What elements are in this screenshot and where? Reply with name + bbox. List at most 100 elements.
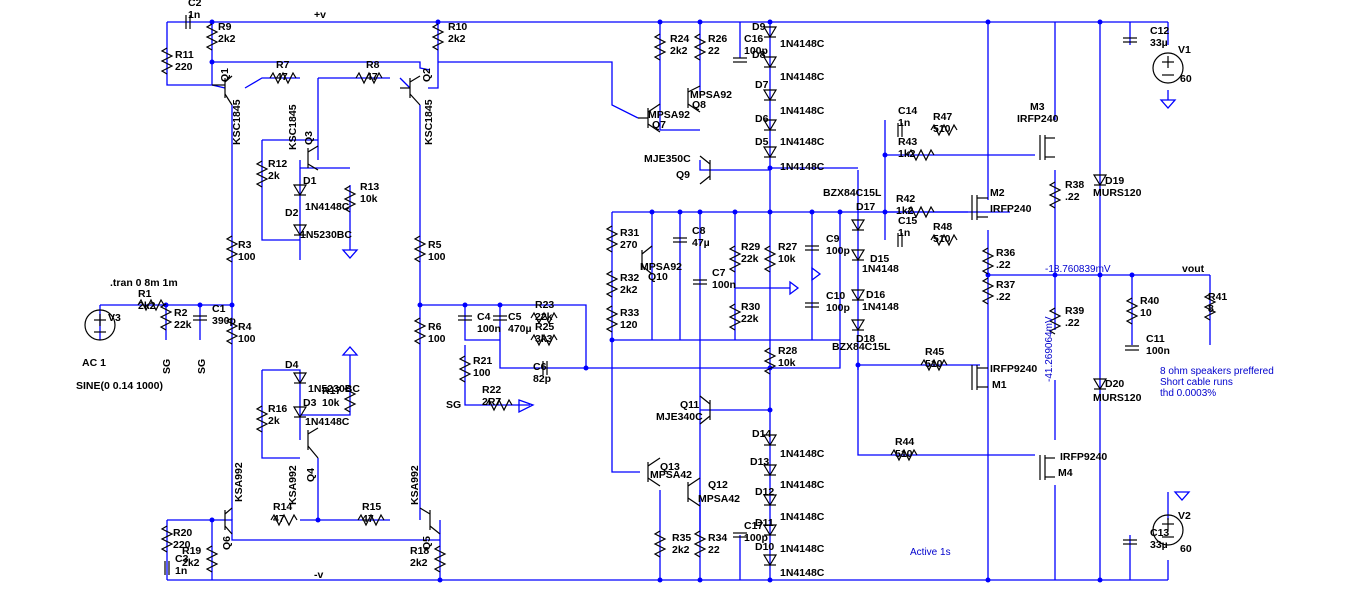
transistor-model-m2: IRFP240 — [990, 203, 1032, 215]
resistor-r10 — [431, 23, 445, 51]
capacitor-c10 — [805, 302, 819, 308]
transistor-name-q11: Q11 — [680, 399, 699, 411]
resistor-name-r40: R40 — [1140, 295, 1159, 307]
v2-name: V2 — [1178, 510, 1191, 522]
vout-label: vout — [1182, 263, 1205, 275]
sg-label-1: SG — [161, 359, 173, 374]
resistor-value-r42: 1k2 — [896, 205, 914, 217]
resistor-name-r20: R20 — [173, 527, 192, 539]
resistor-name-r37: R37 — [996, 279, 1015, 291]
resistor-r40 — [1125, 297, 1139, 325]
resistor-name-r4: R4 — [238, 321, 252, 333]
capacitor-name-c15: C15 — [898, 215, 917, 227]
transistor-name-q10: Q10 — [648, 271, 668, 283]
diode-model-d1: 1N4148C — [305, 201, 350, 213]
resistor-value-r33: 120 — [620, 319, 638, 331]
resistor-value-r44: 510 — [895, 448, 913, 460]
resistor-value-r22: 2R7 — [482, 396, 501, 408]
probe-vbias: -41.269064mV — [1044, 316, 1055, 382]
resistor-r27 — [763, 245, 777, 273]
diode-model-d14: 1N4148C — [780, 448, 825, 460]
transistor-model-q6: KSA992 — [233, 462, 245, 502]
diode-model-d20: MURS120 — [1093, 392, 1142, 404]
resistor-name-r42: R42 — [896, 193, 915, 205]
diode-name-d2: D2 — [285, 207, 299, 219]
diode-model-d7: 1N4148C — [780, 105, 825, 117]
resistor-name-r48: R48 — [933, 221, 952, 233]
capacitor-c9 — [805, 245, 819, 251]
resistor-value-r3: 100 — [238, 251, 256, 263]
resistor-name-r14: R14 — [273, 501, 292, 513]
transistor-name-q3: Q3 — [303, 131, 315, 145]
diode-d15 — [850, 249, 866, 262]
resistor-name-r17: R17 — [322, 385, 341, 397]
resistor-r7 — [269, 71, 297, 85]
resistor-r20 — [160, 525, 174, 553]
resistor-r9 — [205, 23, 219, 51]
capacitor-name-c14: C14 — [898, 105, 917, 117]
ground-symbols — [341, 99, 1191, 501]
note-3: thd 0.0003% — [1160, 388, 1216, 399]
resistor-value-r17: 10k — [322, 397, 340, 409]
diode-model-d10: 1N4148C — [780, 567, 825, 579]
resistor-name-r6: R6 — [428, 321, 442, 333]
resistor-value-r10: 2k2 — [448, 33, 466, 45]
probe-vout: -18.760839mV — [1045, 264, 1111, 275]
resistor-name-r26: R26 — [708, 33, 727, 45]
diode-d11 — [762, 524, 778, 537]
transistor-model-q8: MPSA92 — [690, 89, 732, 101]
diode-name-d4: D4 — [285, 359, 299, 371]
capacitor-value-c13: 33µ — [1150, 539, 1168, 551]
resistor-value-r2: 22k — [174, 319, 192, 331]
capacitor-name-c6: C6 — [533, 361, 547, 373]
capacitor-name-c1: C1 — [212, 303, 226, 315]
resistor-value-r29: 22k — [741, 253, 759, 265]
resistor-r19 — [205, 545, 219, 573]
transistor-name-q1: Q1 — [219, 68, 231, 82]
resistor-value-r20: 220 — [173, 539, 191, 551]
resistor-value-r23: 22k — [535, 311, 553, 323]
resistor-value-r14: 47 — [273, 513, 285, 525]
capacitor-name-c10: C10 — [826, 290, 845, 302]
capacitor-value-c1: 390p — [212, 315, 236, 327]
resistor-name-r15: R15 — [362, 501, 381, 513]
capacitor-value-c4: 100n — [477, 323, 501, 335]
status-text: Active 1s — [910, 547, 951, 558]
diode-model-d5: 1N4148C — [780, 161, 825, 173]
diode-name-d14: D14 — [752, 428, 771, 440]
diode-name-d6: D6 — [755, 113, 769, 125]
diodes — [292, 26, 1108, 567]
resistor-r39 — [1048, 307, 1062, 335]
resistor-name-r5: R5 — [428, 239, 442, 251]
v3-name: V3 — [108, 312, 121, 324]
resistor-name-r16: R16 — [268, 403, 287, 415]
diode-d1 — [292, 184, 308, 197]
resistor-value-r26: 22 — [708, 45, 720, 57]
capacitor-value-c11: 100n — [1146, 345, 1170, 357]
capacitor-c15 — [897, 233, 903, 247]
transistor-model-q13: MPSA42 — [650, 469, 692, 481]
resistor-value-r12: 2k — [268, 170, 280, 182]
diode-d3 — [292, 406, 308, 419]
resistor-r31 — [605, 225, 619, 253]
resistor-name-r10: R10 — [448, 21, 467, 33]
resistor-r33 — [605, 305, 619, 333]
resistor-r42 — [907, 205, 935, 219]
diode-d20 — [1092, 378, 1108, 391]
resistor-name-r38: R38 — [1065, 179, 1084, 191]
transistor-name-q5: Q5 — [421, 536, 433, 550]
resistor-value-r21: 100 — [473, 367, 491, 379]
diode-name-d5: D5 — [755, 136, 769, 148]
resistor-r28 — [763, 347, 777, 375]
capacitor-value-c10: 100p — [826, 302, 850, 314]
resistor-value-r41: 8 — [1208, 303, 1214, 315]
resistor-r15 — [357, 513, 385, 527]
diode-d10 — [762, 554, 778, 567]
transistor-model-q4: KSA992 — [287, 465, 299, 505]
diode-model-d15: 1N4148 — [862, 263, 899, 275]
transistor-name-q2: Q2 — [421, 68, 433, 82]
resistor-name-r22: R22 — [482, 384, 501, 396]
diode-model-d17: BZX84C15L — [823, 187, 882, 199]
capacitor-value-c7: 100n — [712, 279, 736, 291]
